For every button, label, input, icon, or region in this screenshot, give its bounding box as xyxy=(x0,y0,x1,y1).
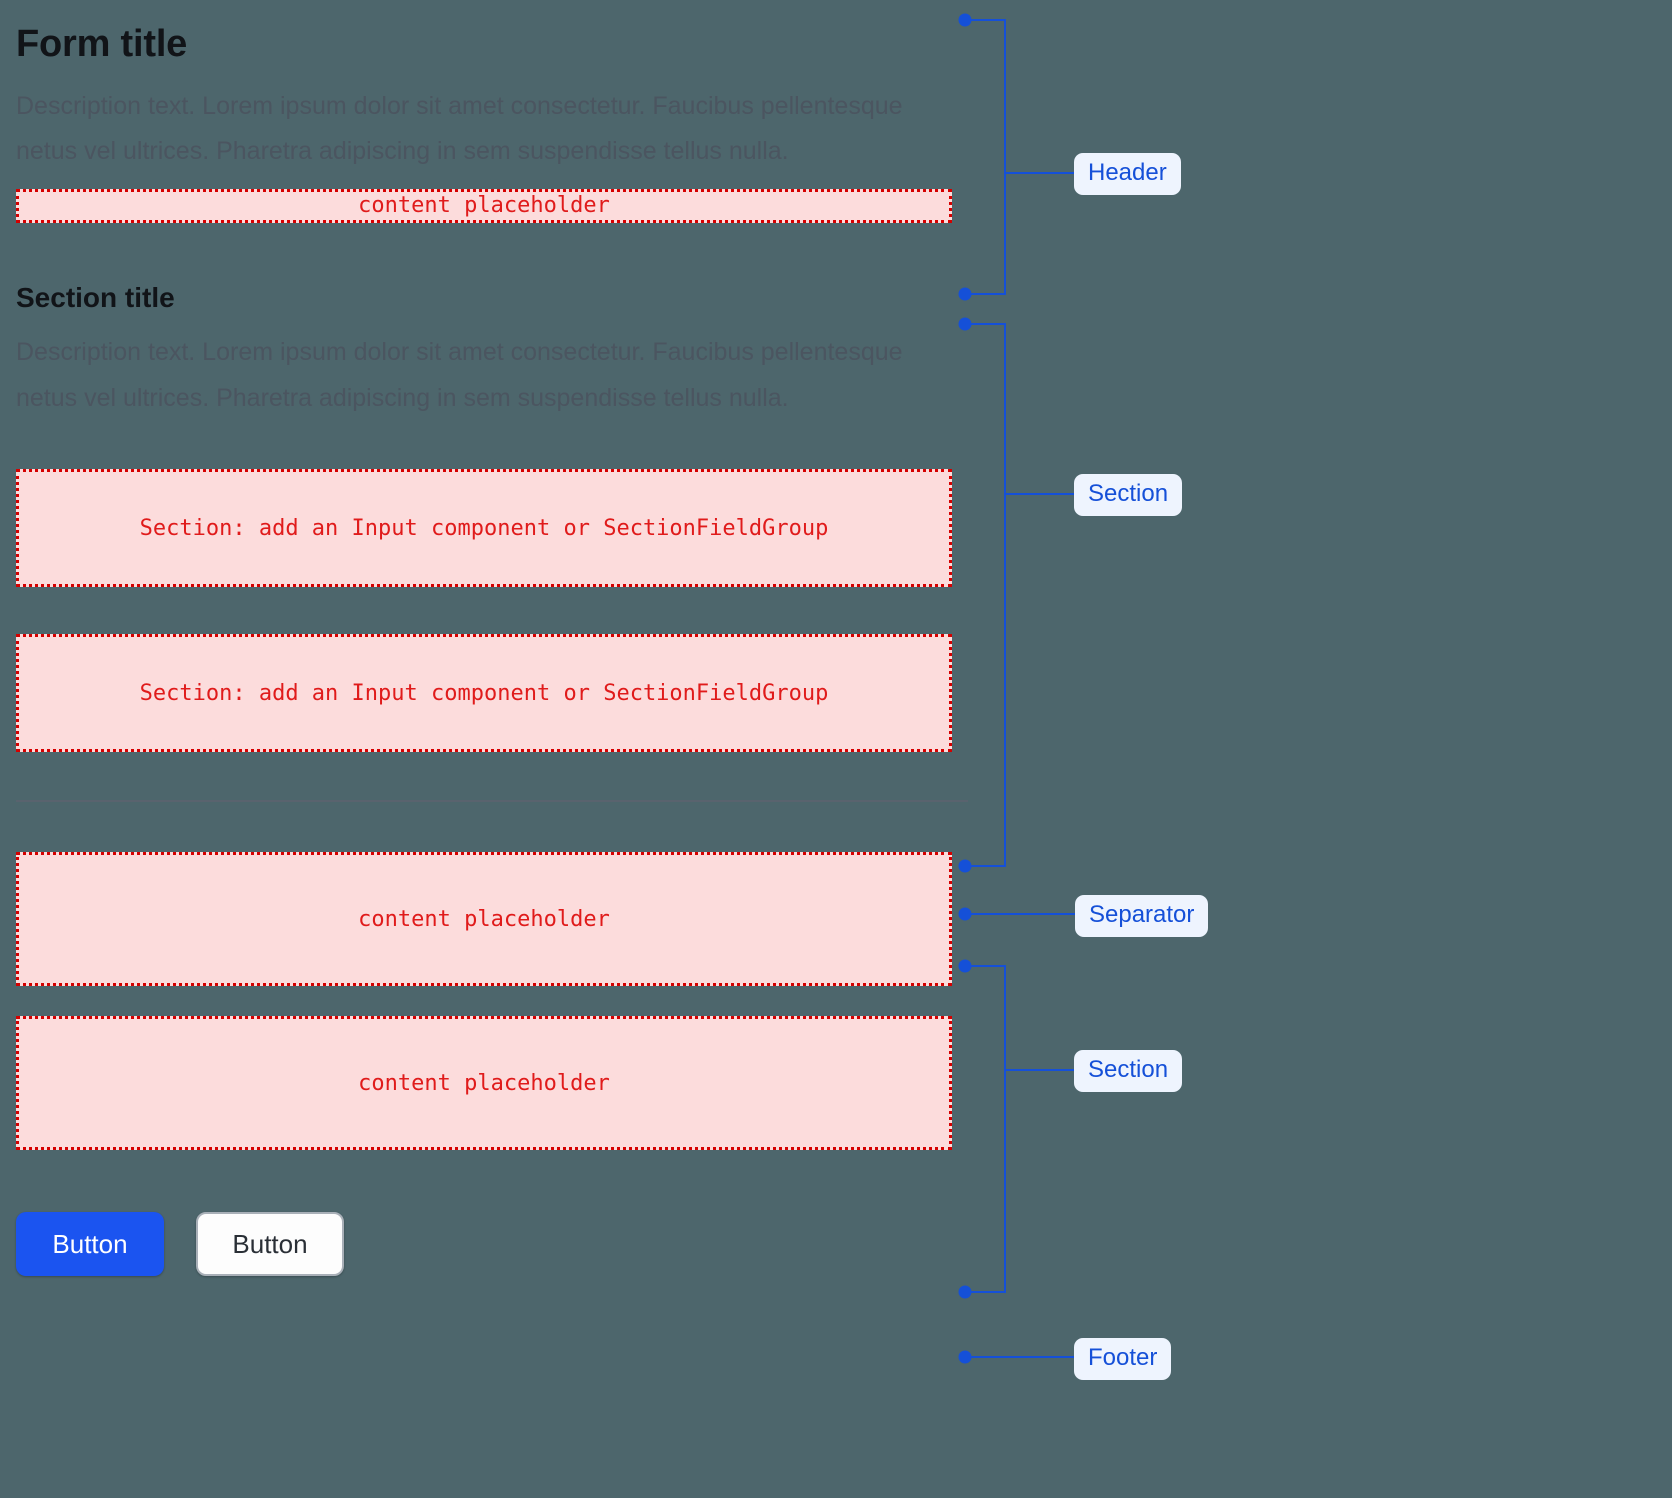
section-stub-bottom xyxy=(965,865,1006,867)
header-stub-top xyxy=(965,19,1006,21)
form-column: Form title Description text. Lorem ipsum… xyxy=(16,0,968,1277)
section-two-placeholder-2: content placeholder xyxy=(16,1016,952,1151)
section-two-leader-line xyxy=(1004,1069,1074,1071)
form-section: Section title Description text. Lorem ip… xyxy=(16,281,952,753)
form-section-two: content placeholder content placeholder xyxy=(16,852,952,1151)
page-title: Form title xyxy=(16,23,188,65)
header-content-placeholder: content placeholder xyxy=(16,188,952,223)
form-header: Form title Description text. Lorem ipsum… xyxy=(16,22,952,223)
annotation-label-footer[interactable]: Footer xyxy=(1074,1338,1172,1380)
section-stub-top xyxy=(965,323,1006,325)
section-bracket-spine xyxy=(1004,323,1006,867)
primary-button[interactable]: Button xyxy=(16,1212,164,1277)
section-description: Description text. Lorem ipsum dolor sit … xyxy=(16,338,903,412)
header-stub-bottom xyxy=(965,293,1006,295)
separator-leader-line xyxy=(965,913,1075,915)
header-leader-line xyxy=(1004,172,1074,174)
section-field-placeholder-1: Section: add an Input component or Secti… xyxy=(16,469,952,588)
annotation-label-section-two[interactable]: Section xyxy=(1074,1050,1183,1092)
form-footer: Button Button xyxy=(16,1212,952,1277)
section-two-bracket-spine xyxy=(1004,965,1006,1293)
annotation-label-header[interactable]: Header xyxy=(1074,153,1181,195)
footer-leader-line xyxy=(965,1356,1075,1358)
section-two-stub-top xyxy=(965,965,1006,967)
secondary-button[interactable]: Button xyxy=(196,1212,344,1277)
section-two-placeholder-1: content placeholder xyxy=(16,852,952,987)
section-title: Section title xyxy=(16,281,175,313)
header-bracket-spine xyxy=(1004,19,1006,295)
section-leader-line xyxy=(1004,493,1074,495)
separator xyxy=(16,800,968,803)
annotation-label-section[interactable]: Section xyxy=(1074,474,1183,516)
section-two-stub-bottom xyxy=(965,1291,1006,1293)
header-description: Description text. Lorem ipsum dolor sit … xyxy=(16,91,903,166)
section-field-placeholder-2: Section: add an Input component or Secti… xyxy=(16,634,952,753)
annotation-label-separator[interactable]: Separator xyxy=(1075,895,1209,937)
